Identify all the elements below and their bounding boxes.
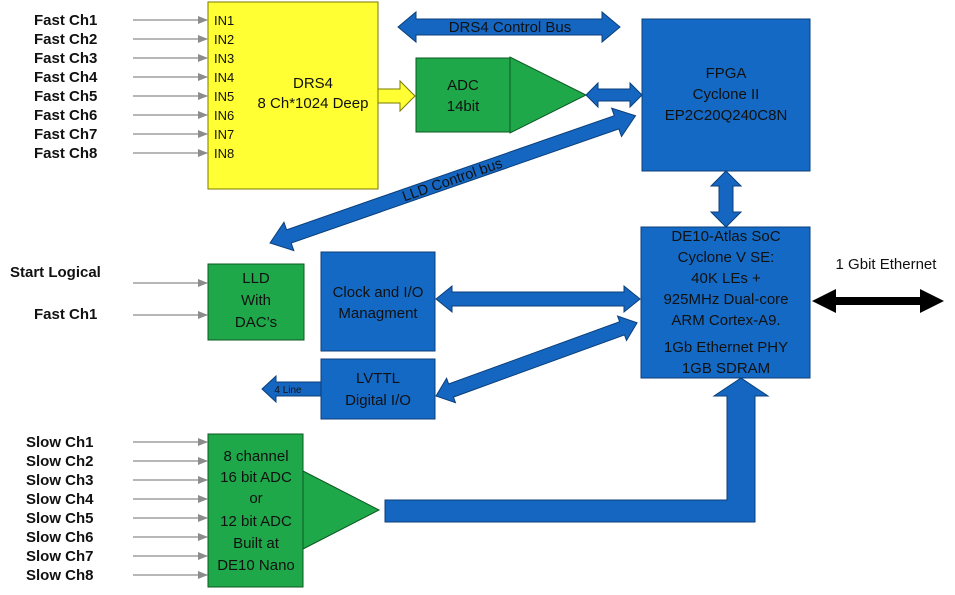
drs4-subtitle: 8 Ch*1024 Deep	[258, 95, 369, 112]
lld-with: With	[241, 292, 271, 309]
slow-input-label: Slow Ch1	[26, 434, 94, 451]
slow-input-label: Slow Ch3	[26, 472, 94, 489]
slow-input-label: Slow Ch8	[26, 567, 94, 584]
drs4-control-bus-label: DRS4 Control Bus	[449, 19, 572, 36]
lvttl-block	[320, 358, 436, 420]
soc-line: Cyclone V SE:	[678, 249, 775, 266]
drs4-pin-label: IN6	[214, 108, 234, 123]
drs4-block	[207, 1, 379, 190]
slow-adc-line: 12 bit ADC	[220, 513, 292, 530]
drs4-pin-label: IN8	[214, 146, 234, 161]
fast-input-label: Fast Ch4	[34, 69, 98, 86]
ethernet-arrow	[812, 289, 944, 313]
adc-block	[415, 57, 511, 133]
lld-input-label: Start Logical	[10, 264, 101, 281]
slow-adc-text: 8 channel 16 bit ADC or 12 bit ADC Built…	[217, 448, 295, 574]
soc-line: 925MHz Dual-core	[663, 291, 788, 308]
lld-input-label: Fast Ch1	[34, 306, 97, 323]
slow-input-arrows	[133, 438, 208, 579]
clock-io-title: Clock and I/O	[333, 284, 424, 301]
fast-input-label: Fast Ch2	[34, 31, 97, 48]
drs4-pin-label: IN2	[214, 32, 234, 47]
slow-adc-line: 16 bit ADC	[220, 469, 292, 486]
fast-input-label: Fast Ch5	[34, 88, 97, 105]
drs4-pin-label: IN5	[214, 89, 234, 104]
slow-adc-to-soc-arrow	[384, 377, 770, 523]
lld-block	[207, 263, 305, 341]
soc-line: DE10-Atlas SoC	[671, 228, 780, 245]
four-line-label: 4 Line	[274, 385, 302, 396]
fpga-part: EP2C20Q240C8N	[665, 107, 788, 124]
clock-soc-bus-arrow	[435, 284, 641, 314]
lvttl-title: LVTTL	[356, 370, 400, 387]
fast-input-label: Fast Ch3	[34, 50, 97, 67]
fast-input-label: Fast Ch1	[34, 12, 97, 29]
slow-input-list: Slow Ch1 Slow Ch2 Slow Ch3 Slow Ch4 Slow…	[26, 434, 94, 584]
slow-adc-line: or	[249, 490, 262, 507]
soc-line: 1Gb Ethernet PHY	[664, 339, 788, 356]
slow-adc-line: Built at	[233, 535, 280, 552]
lld-control-bus-shape	[269, 107, 637, 252]
soc-text: DE10-Atlas SoC Cyclone V SE: 40K LEs + 9…	[663, 228, 788, 377]
fast-input-arrows	[133, 16, 208, 157]
drs4-pin-label: IN3	[214, 51, 234, 66]
soc-line: 1GB SDRAM	[682, 360, 770, 377]
drs4-title: DRS4	[293, 75, 333, 92]
drs4-pin-label: IN4	[214, 70, 234, 85]
drs4-pin-list: IN1 IN2 IN3 IN4 IN5 IN6 IN7 IN8	[214, 13, 234, 161]
slow-adc-triangle	[302, 470, 381, 550]
soc-block	[640, 226, 811, 379]
fast-input-label: Fast Ch6	[34, 107, 97, 124]
slow-input-label: Slow Ch5	[26, 510, 94, 527]
slow-input-label: Slow Ch6	[26, 529, 94, 546]
adc-bits-label: 14bit	[447, 98, 480, 115]
slow-adc-block	[207, 433, 304, 588]
drs4-pin-label: IN7	[214, 127, 234, 142]
slow-input-label: Slow Ch2	[26, 453, 94, 470]
clock-io-subtitle: Managment	[338, 305, 418, 322]
lvttl-subtitle: Digital I/O	[345, 392, 411, 409]
four-line-arrow	[261, 374, 322, 404]
slow-adc-line: 8 channel	[223, 448, 288, 465]
slow-input-label: Slow Ch4	[26, 491, 94, 508]
slow-adc-line: DE10 Nano	[217, 557, 295, 574]
drs4-pin-label: IN1	[214, 13, 234, 28]
fast-input-list: Fast Ch1 Fast Ch2 Fast Ch3 Fast Ch4 Fast…	[34, 12, 98, 162]
lld-control-bus-label: LLD Control bus	[400, 156, 504, 206]
slow-input-label: Slow Ch7	[26, 548, 94, 565]
fpga-block	[641, 18, 811, 172]
drs4-to-adc-arrow	[377, 79, 416, 113]
lld-dacs: DAC’s	[235, 314, 277, 331]
lld-input-arrows	[133, 279, 208, 319]
soc-line: 40K LEs +	[691, 270, 761, 287]
adc-fpga-bus-arrow	[585, 81, 643, 109]
adc-label: ADC	[447, 77, 479, 94]
fpga-soc-bus-arrow	[709, 170, 743, 228]
lvttl-soc-bus-arrow	[435, 315, 638, 404]
clock-io-block	[320, 251, 436, 352]
fast-input-label: Fast Ch8	[34, 145, 97, 162]
fpga-family: Cyclone II	[693, 86, 760, 103]
fast-input-label: Fast Ch7	[34, 126, 97, 143]
soc-line: ARM Cortex-A9.	[671, 312, 780, 329]
fpga-title: FPGA	[706, 65, 747, 82]
drs4-control-bus-arrow	[397, 10, 621, 44]
ethernet-label: 1 Gbit Ethernet	[836, 256, 938, 273]
lld-title: LLD	[242, 270, 270, 287]
adc-triangle	[509, 56, 588, 134]
lvttl-soc-bus-shape	[435, 315, 638, 404]
